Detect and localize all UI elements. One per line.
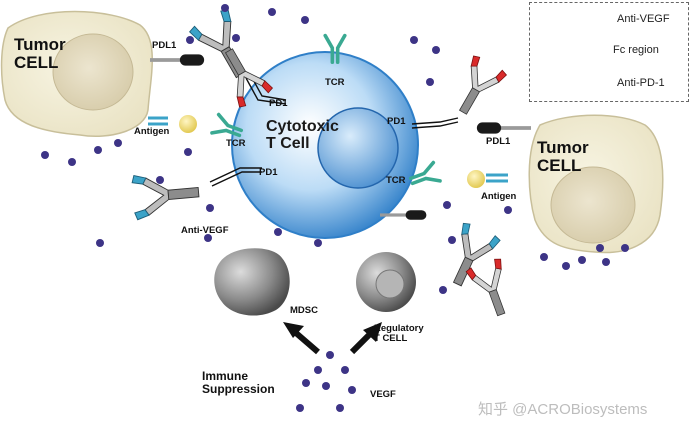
arrow-to-regulatory (349, 322, 382, 355)
legend-box (529, 2, 689, 102)
vegf-molecules (41, 4, 629, 412)
pd1-lines (209, 73, 459, 187)
anti-pd1-antibody-bottom-icon (465, 256, 519, 322)
legend-fc-region-label: Fc region (613, 44, 659, 56)
tumor-cell-right-label: Tumor CELL (537, 138, 589, 175)
tumor-cell-left-label: Tumor CELL (14, 35, 66, 72)
antigen-right (467, 170, 508, 188)
tcr-left-label: TCR (226, 138, 246, 149)
pdl1-left-label: PDL1 (152, 40, 177, 51)
antigen-left (148, 115, 197, 133)
tumor-cell-right (528, 114, 664, 254)
watermark: 知乎 @ACROBiosystems (478, 401, 648, 418)
legend-anti-pd1-label: Anti-PD-1 (617, 77, 665, 89)
mdsc-label: MDSC (290, 305, 318, 316)
antigen-left-label: Antigen (134, 126, 170, 137)
legend-anti-vegf-label: Anti-VEGF (617, 13, 670, 25)
pd1-label-right: PD1 (387, 116, 406, 127)
anti-pd1-antibody-right-icon (446, 53, 508, 123)
tumor-cell-left (0, 10, 153, 137)
pdl1-left-icon (150, 54, 205, 66)
anti-vegf-antibody-left-icon (131, 169, 201, 221)
arrow-to-mdsc (283, 322, 320, 355)
mdsc-cell (214, 248, 290, 316)
regulatory-t-cell (356, 252, 416, 312)
pdl1-right-label: PDL1 (486, 136, 511, 147)
vegf-label: VEGF (370, 389, 396, 400)
regulatory-t-cell-label: Regulatory T CELL (374, 323, 424, 344)
anti-vegf-antibody-bottom-icon (438, 220, 502, 294)
antigen-right-label: Antigen (481, 191, 517, 202)
pdl1-right-icon (476, 122, 531, 134)
immune-suppression-label: Immune Suppression (202, 369, 275, 396)
t-cell-label: Cytotoxic T Cell (266, 118, 339, 152)
tcr-top-label: TCR (325, 77, 345, 88)
tcr-right-label: TCR (386, 175, 406, 186)
pd1-label-top: PD1 (269, 98, 288, 109)
anti-vegf-label: Anti-VEGF (181, 225, 229, 236)
pd1-label-left: PD1 (259, 167, 278, 178)
